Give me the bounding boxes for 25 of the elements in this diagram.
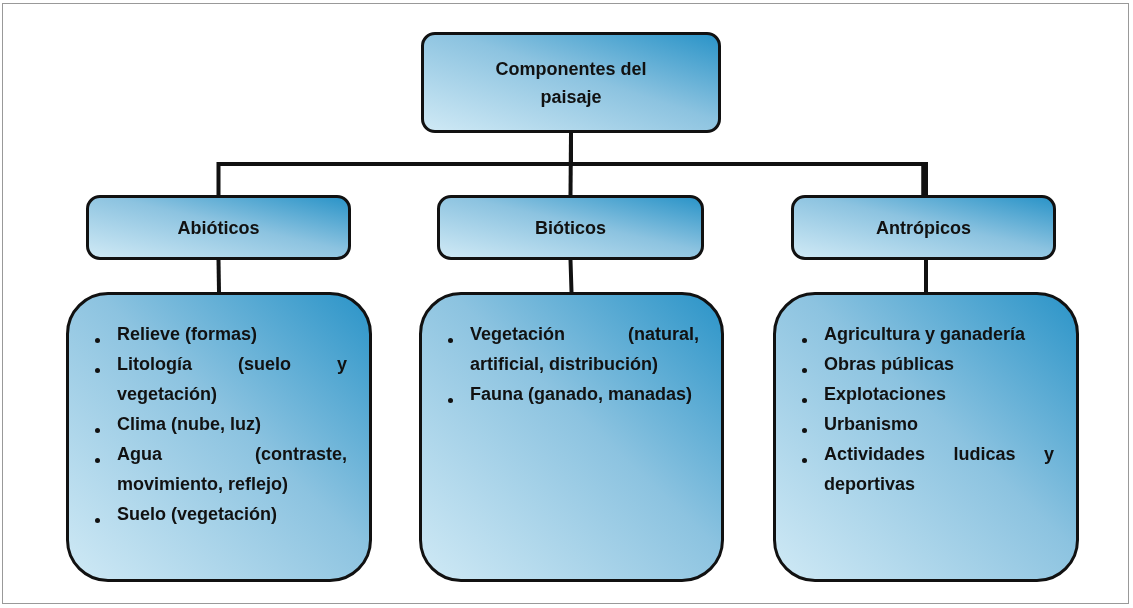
bullet-item: Vegetación (natural, artificial, distribución) [442, 319, 699, 379]
connector-line [568, 259, 574, 293]
bullet-item: Explotaciones [796, 379, 1054, 409]
bullet-item: Obras públicas [796, 349, 1054, 379]
list-box [773, 292, 1079, 582]
bullet-item: Litología (suelo y vegetación) [89, 349, 347, 409]
bullet-item: Agricultura y ganadería [796, 319, 1054, 349]
box-title: Componentes del paisaje [494, 57, 648, 109]
box-title: Bióticos [535, 216, 606, 240]
category-box [421, 32, 721, 133]
bullet-item: Agua (contraste, movimiento, reflejo) [89, 439, 347, 499]
bullet-item: Actividades ludicas y deportivas [796, 439, 1054, 499]
bullet-item: Suelo (vegetación) [89, 499, 347, 529]
category-box [437, 195, 704, 260]
bullet-item: Fauna (ganado, manadas) [442, 379, 699, 409]
connector-line [216, 259, 221, 293]
box-title: Abióticos [177, 216, 260, 240]
bullet-item: Relieve (formas) [89, 319, 347, 349]
category-box [86, 195, 351, 260]
list-box [66, 292, 372, 582]
bullet-item: Clima (nube, luz) [89, 409, 347, 439]
list-box [419, 292, 724, 582]
box-title: Antrópicos [876, 216, 971, 240]
bullet-item: Urbanismo [796, 409, 1054, 439]
category-box [791, 195, 1056, 260]
